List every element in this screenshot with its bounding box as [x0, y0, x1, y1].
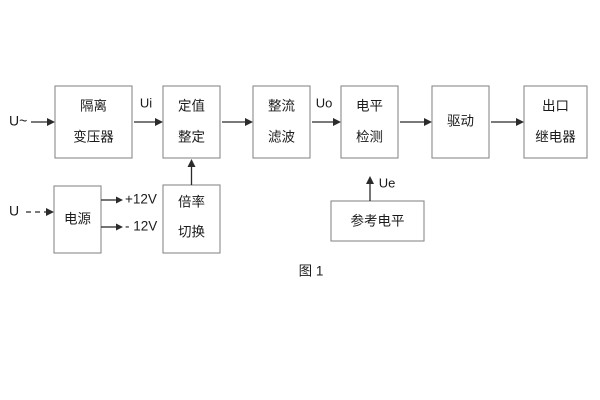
block-reference-level-rect [330, 200, 425, 242]
block-output-relay-label-line2: 继电器 [535, 130, 576, 145]
block-isolation-transformer-rect [54, 85, 133, 159]
connector-drive-to-relay [491, 118, 524, 126]
connector-power-to-rail-negative [101, 223, 123, 231]
block-setting-value[interactable]: 定值 整定 [162, 85, 221, 159]
block-isolation-transformer-label-line1: 隔离 [80, 98, 107, 114]
block-level-detection-label-line1: 电平 [356, 99, 383, 114]
block-reference-level-label: 参考电平 [351, 213, 405, 229]
block-setting-value-rect [162, 85, 221, 159]
connector-setting-to-rectify [222, 118, 253, 126]
input-label-ac: U~ [9, 113, 27, 129]
block-power-supply-label: 电源 [64, 212, 91, 227]
connector-power-to-rail-positive [101, 196, 123, 204]
block-drive[interactable]: 驱动 [431, 85, 490, 159]
connector-ac-input-to-isolation [31, 118, 55, 126]
block-multiplier-switch-label-line2: 切换 [178, 225, 205, 240]
block-rectify-filter-label-line2: 滤波 [268, 130, 295, 145]
block-level-detection-label-line2: 检测 [356, 130, 383, 145]
signal-label-ui: Ui [140, 95, 152, 110]
rail-label-negative: - 12V [125, 219, 157, 234]
rail-label-positive: +12V [125, 192, 157, 207]
connector-isolation-to-setting [134, 118, 163, 126]
block-rectify-filter[interactable]: 整流 滤波 [252, 85, 311, 159]
block-rectify-filter-label-line1: 整流 [268, 99, 295, 114]
block-output-relay[interactable]: 出口 继电器 [523, 85, 588, 159]
block-output-relay-label-line1: 出口 [542, 99, 569, 114]
figure-caption: 图 1 [299, 264, 324, 279]
input-label-dc: U [9, 203, 19, 219]
block-level-detection-rect [340, 85, 399, 159]
connector-rectify-to-level [312, 118, 341, 126]
block-rectify-filter-rect [252, 85, 311, 159]
connector-dc-input-to-power [26, 208, 54, 216]
block-level-detection[interactable]: 电平 检测 [340, 85, 399, 159]
block-drive-label: 驱动 [447, 114, 474, 129]
block-drive-rect [431, 85, 490, 159]
signal-label-uo: Uo [316, 95, 333, 110]
block-reference-level[interactable]: 参考电平 [330, 200, 425, 242]
signal-label-ue: Ue [379, 175, 396, 190]
connector-reference-to-level [366, 176, 374, 201]
block-multiplier-switch[interactable]: 倍率 切换 [162, 184, 221, 254]
block-isolation-transformer[interactable]: 隔离 变压器 [54, 85, 133, 159]
block-setting-value-label-line2: 整定 [178, 130, 205, 145]
block-multiplier-switch-label-line1: 倍率 [178, 194, 205, 210]
block-setting-value-label-line1: 定值 [178, 99, 205, 114]
block-power-supply[interactable]: 电源 [53, 185, 102, 254]
block-isolation-transformer-label-line2: 变压器 [73, 130, 114, 145]
connector-level-to-drive [400, 118, 432, 126]
connector-multiplier-to-setting [187, 159, 196, 185]
block-power-supply-rect [53, 185, 102, 254]
block-output-relay-rect [523, 85, 588, 159]
